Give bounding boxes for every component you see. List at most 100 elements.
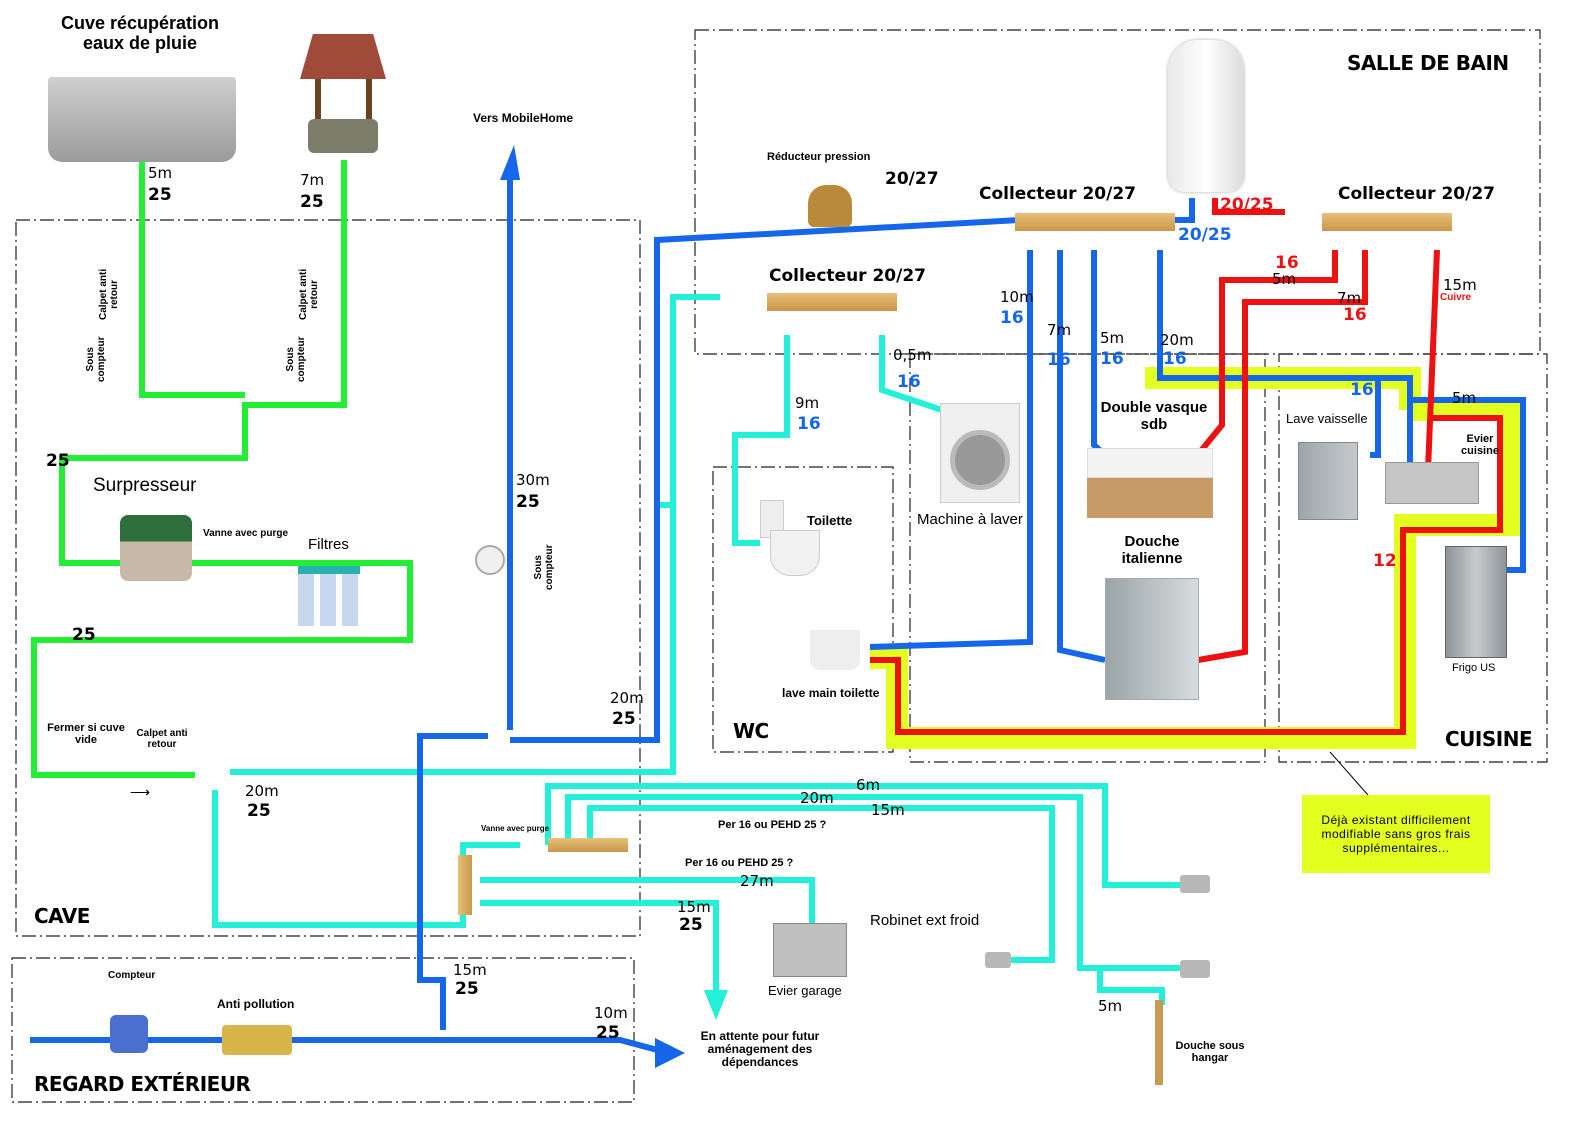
- feed-length: 20m: [610, 689, 644, 707]
- collector-hot: [1322, 213, 1452, 231]
- pipe-garage: [480, 877, 815, 930]
- outdoor-shower: [1155, 1000, 1163, 1085]
- line2-diameter: 16: [1047, 350, 1071, 370]
- machine-label: Machine à laver: [917, 511, 1023, 528]
- pipe-surpresseur-filtres: [31, 560, 413, 778]
- calpet-label-1: Calpet anti retour: [98, 268, 120, 320]
- zone-regard-label: REGARD EXTÉRIEUR: [34, 1072, 251, 1096]
- frigo-label: Frigo US: [1452, 662, 1496, 674]
- line3-length: 5m: [1100, 329, 1125, 347]
- surpresseur-diameter: 25: [46, 451, 70, 471]
- anti-pollution-valve: [222, 1025, 292, 1055]
- pipe-douche-hangar: [1097, 968, 1165, 1005]
- line4-length: 20m: [1160, 331, 1194, 349]
- flow-arrow-icon: ⟶: [130, 784, 151, 800]
- vanne-purge-label-2: Vanne avec purge: [481, 824, 550, 833]
- pipe-puits: [59, 160, 347, 566]
- lave-main-label: lave main toilette: [782, 686, 880, 700]
- line2-length: 7m: [1047, 321, 1072, 339]
- surpresseur-label: Surpresseur: [93, 475, 197, 496]
- hot-line2-diameter: 16: [1343, 305, 1367, 325]
- cuisine-length: 5m: [1452, 389, 1477, 407]
- arrow-attente: [704, 990, 728, 1020]
- regard-out-diameter: 25: [596, 1023, 620, 1043]
- vanne-purge-label: Vanne avec purge: [203, 528, 289, 539]
- outdoor-tap-3: [985, 952, 1011, 968]
- washing-machine: [940, 403, 1020, 503]
- pipe-ext-15m: [587, 805, 1055, 963]
- pipe-lave-main-hot: [870, 415, 1503, 735]
- pipe-lave-main: [869, 250, 1033, 650]
- pipe-cuve: [139, 160, 245, 398]
- red-pipes: [870, 198, 1503, 735]
- mobilehome-label: Vers MobileHome: [473, 111, 574, 125]
- water-heater: [1168, 40, 1244, 192]
- pipe-ext-20m: [565, 794, 1185, 971]
- calpet-label-3: Calpet anti retour: [136, 728, 188, 750]
- double-vasque-label: Double vasque sdb: [1100, 399, 1208, 433]
- douche-cabin: [1105, 578, 1199, 700]
- arrow-mobilehome: [500, 145, 520, 180]
- hot-line1-length: 5m: [1272, 270, 1297, 288]
- pipe-machine: [879, 335, 943, 413]
- sous-compteur-meter: [475, 545, 505, 575]
- pipe-douche-cold: [1057, 250, 1106, 663]
- attente-length: 15m: [677, 898, 711, 916]
- compteur-label: Compteur: [108, 970, 156, 981]
- ext-length-6m: 6m: [856, 776, 881, 794]
- ext-length-20m: 20m: [800, 789, 834, 807]
- existing-pipes-note: Déjà existant difficilement modifiable s…: [1302, 795, 1490, 873]
- regard-out-length: 10m: [594, 1004, 628, 1022]
- sous-compteur-label-1: Sous compteur: [85, 336, 107, 382]
- zone-sdb-border: [694, 29, 1541, 355]
- pipe-lave-vaisselle: [1370, 378, 1381, 458]
- per-question-1: Per 16 ou PEHD 25 ?: [718, 819, 827, 831]
- collecteur-froid-label: Collecteur 20/27: [979, 184, 1137, 204]
- regard-up-diameter: 25: [455, 979, 479, 999]
- line4-diameter: 16: [1163, 349, 1187, 369]
- garage-sink: [773, 923, 847, 977]
- cold-out-diameter: 20/25: [1178, 225, 1232, 245]
- puits-length: 7m: [300, 171, 325, 189]
- collector-cold: [1015, 213, 1175, 231]
- collecteur-chaud-label: Collecteur 20/27: [1338, 184, 1496, 204]
- arrow-regard-out: [655, 1038, 685, 1068]
- robinet-label: Robinet ext froid: [870, 912, 980, 929]
- rainwater-tank: [48, 77, 236, 162]
- fermer-label: Fermer si cuve vide: [47, 722, 125, 747]
- hot-line1-diameter: 16: [1275, 253, 1299, 273]
- anti-pollution-label: Anti pollution: [217, 997, 295, 1011]
- blue-pipes: [30, 180, 1526, 1055]
- mobilehome-sous-compteur: Sous compteur: [533, 544, 555, 590]
- lave-main: [810, 630, 860, 670]
- ext-length-15m: 15m: [871, 801, 905, 819]
- pipe-up-to-cave: [417, 733, 488, 1030]
- pipe-wh-hot: [1212, 198, 1285, 215]
- line1-length: 10m: [1000, 288, 1034, 306]
- pipe-feed-sdb: [510, 217, 1021, 743]
- regard-up-length: 15m: [453, 961, 487, 979]
- double-vasque: [1087, 448, 1213, 518]
- garage-length: 27m: [740, 872, 774, 890]
- toilet-length: 9m: [795, 394, 820, 412]
- feed-diameter: 25: [612, 709, 636, 729]
- zone-sdb-lower-border: [909, 353, 1266, 763]
- outdoor-tap-2: [1180, 960, 1210, 978]
- filtres-label: Filtres: [308, 536, 349, 553]
- per-question-2: Per 16 ou PEHD 25 ?: [685, 857, 794, 869]
- attente-diameter: 25: [679, 915, 703, 935]
- toilette-label: Toilette: [807, 513, 853, 528]
- surpresseur-pump: [120, 515, 192, 581]
- pipe-vasque-hot: [1197, 250, 1338, 454]
- zone-wc-border: [712, 466, 894, 753]
- zone-cuisine-label: CUISINE: [1445, 727, 1533, 751]
- attente-label: En attente pour futur aménagement des dé…: [700, 1029, 820, 1070]
- zone-regard-border: [11, 957, 635, 1103]
- toilet: [760, 500, 820, 584]
- filtres-diameter: 25: [72, 625, 96, 645]
- tee-diameter: 25: [247, 801, 271, 821]
- collector-cyan: [767, 293, 897, 311]
- cuve-length: 5m: [148, 164, 173, 182]
- hot-line3-length: 15m: [1443, 276, 1477, 294]
